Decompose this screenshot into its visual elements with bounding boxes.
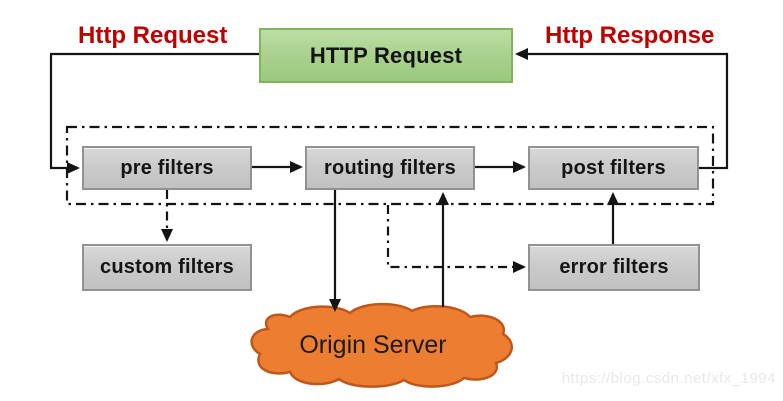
filter-chain-boundary bbox=[65, 125, 715, 206]
edge-post-to-response bbox=[515, 48, 729, 170]
http-request-label: Http Request bbox=[78, 22, 228, 49]
node-routing-filters: routing filters bbox=[305, 146, 475, 190]
origin-server-cloud bbox=[250, 302, 513, 388]
node-custom-filters: custom filters bbox=[82, 244, 252, 291]
node-post-filters: post filters bbox=[528, 146, 699, 190]
edge-boundary-to-error bbox=[386, 205, 526, 273]
node-error-filters: error filters bbox=[528, 244, 700, 291]
origin-server-label: Origin Server bbox=[299, 331, 447, 359]
watermark-url: https://blog.csdn.net/xfx_1994 bbox=[561, 370, 776, 387]
node-pre-filters: pre filters bbox=[82, 146, 252, 190]
node-http-request: HTTP Request bbox=[259, 28, 513, 83]
edge-request-to-pre-filters bbox=[49, 52, 259, 174]
http-response-label: Http Response bbox=[545, 22, 715, 49]
